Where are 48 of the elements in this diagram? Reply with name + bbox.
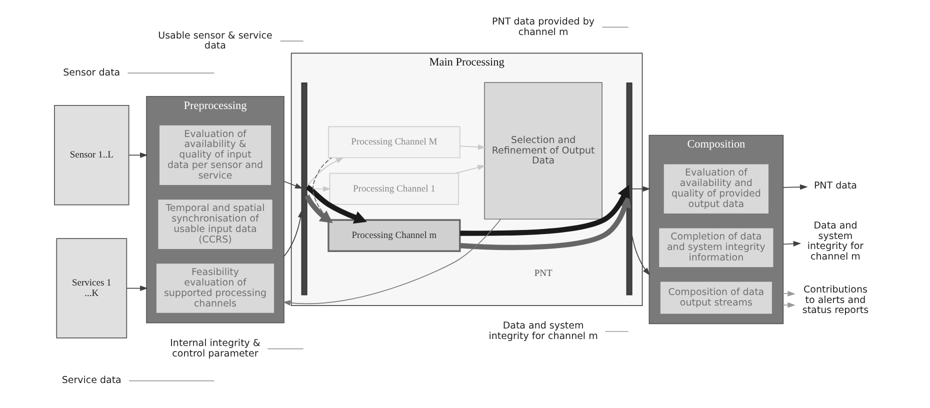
node-box: Processing Channel 1 xyxy=(328,172,459,205)
connector xyxy=(604,331,628,332)
node-box: Services 1 ...K xyxy=(56,238,127,338)
node-text: Data and system integrity for channel m xyxy=(806,220,864,263)
arrow xyxy=(454,164,486,174)
node-box: Sensor 1..L xyxy=(54,105,129,206)
node-box: Evaluation of availability & quality of input data per sensor and service xyxy=(158,125,270,185)
node-box: Composition of data output streams xyxy=(660,282,772,314)
arrow xyxy=(283,210,303,257)
node-box: Processing Channel m xyxy=(327,219,460,252)
node-text: Internal integrity & control parameter xyxy=(170,338,260,360)
node-box: Evaluation of availability and quality of provided output data xyxy=(663,164,768,214)
connector xyxy=(601,26,628,28)
node-box: Temporal and spatial synchronisation of usable input data (CCRS) xyxy=(158,200,272,249)
node-text: PNT data provided by channel m xyxy=(492,16,594,38)
arrow xyxy=(782,302,795,308)
arrow xyxy=(283,180,302,189)
node-text: Usable sensor & service data xyxy=(158,30,272,52)
arrow xyxy=(282,218,501,306)
label: PNT xyxy=(534,269,552,280)
node-box: Completion of data and system integrity information xyxy=(658,228,773,268)
node-box: Feasibility evaluation of supported processing channels xyxy=(156,264,274,313)
node-text: PNT data xyxy=(813,180,857,192)
arrow xyxy=(126,286,148,291)
arrow xyxy=(459,144,486,150)
node-text: Sensor data xyxy=(62,67,120,78)
arrow xyxy=(631,234,650,276)
arrow xyxy=(459,194,631,250)
node-text: Data and system integrity for channel m xyxy=(488,320,598,342)
arrow xyxy=(631,186,650,192)
arrow xyxy=(306,157,344,187)
arrow xyxy=(460,184,630,236)
connector xyxy=(279,40,304,42)
arrow xyxy=(782,290,795,296)
arrow xyxy=(782,241,801,246)
connector xyxy=(266,348,304,350)
node-box: Processing Channel M xyxy=(328,126,460,158)
node-text: Service data xyxy=(61,375,121,386)
arrow xyxy=(782,184,808,190)
arrow xyxy=(304,194,332,224)
node-text: Contributions to alerts and status reports xyxy=(802,284,868,316)
node-box: Selection and Refinement of Output Data xyxy=(484,82,602,220)
connector xyxy=(126,72,214,74)
node-bar xyxy=(626,82,632,296)
node-bar xyxy=(300,82,307,296)
connector xyxy=(312,157,332,220)
arrow xyxy=(128,152,148,158)
connector xyxy=(128,380,214,382)
